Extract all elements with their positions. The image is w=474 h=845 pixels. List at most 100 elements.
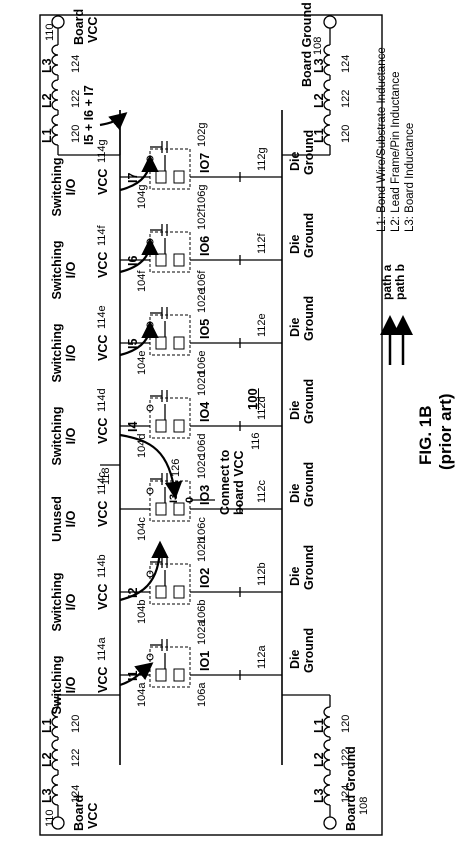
cell-2-vcc-ref: 114b [96, 554, 108, 578]
cell-3-ground-ref: 112c [256, 479, 268, 503]
cell-4-ground-line2: Ground [302, 378, 316, 424]
cell-1-output-node [146, 653, 154, 661]
cell-4-vcc-ref: 114d [96, 388, 108, 412]
outer-frame [39, 14, 383, 836]
cell-1-type-io: I/O [64, 676, 78, 694]
cell-7-vcc-label: VCC [96, 168, 110, 195]
cell-3-output-node [146, 487, 154, 495]
cell-6-ground-line1: Die [288, 234, 302, 254]
cell-6-type-io: I/O [64, 261, 78, 279]
cell-7-ground-line1: Die [288, 151, 302, 171]
ref-124-vcc-right: 124 [70, 54, 82, 73]
cell-1-ref-104: 104a [136, 682, 148, 707]
ref-122-gnd-right: 122 [340, 89, 352, 108]
cell-2-ground-line1: Die [288, 566, 302, 586]
cell-1-ground-line1: Die [288, 649, 302, 669]
l1-label-vcc-left: L1 [40, 718, 54, 733]
cell-2-output-node [146, 570, 154, 578]
cell-3-ground-line2: Ground [302, 461, 316, 507]
ref-122-vcc-right: 122 [70, 89, 82, 108]
cell-6-vcc-ref: 114f [96, 225, 108, 246]
current-3-label: I3 [168, 493, 180, 503]
current-7-arrow [119, 154, 159, 192]
current-7-label: I7 [126, 172, 140, 183]
cell-3-transistor-bottom [173, 502, 185, 516]
cell-2-ref-106: 106b [196, 599, 208, 624]
cell-6-ref-102: 102f [196, 208, 208, 230]
ref-124-vcc-left: 124 [70, 784, 82, 803]
cell-2-ground-ref: 112b [256, 562, 268, 586]
cell-5-type-io: I/O [64, 344, 78, 362]
cell-4-vcc-label: VCC [96, 417, 110, 444]
board-vcc-label-left-2: VCC [86, 802, 100, 829]
cell-4-ground-ref: 112d [256, 396, 268, 420]
cell-4-transistor-bottom [173, 419, 185, 433]
current-4-arrow [119, 433, 183, 500]
current-6-label: I6 [126, 255, 140, 266]
l1-coil-gnd-left [323, 706, 331, 738]
l2-label-gnd-left: L2 [312, 752, 326, 767]
cell-5-vcc-ref: 114e [96, 305, 108, 329]
l1-label-gnd-right: L1 [312, 128, 326, 143]
cell-1-ground-line2: Ground [302, 627, 316, 673]
l3-label-vcc-left: L3 [40, 788, 54, 803]
l3-label-vcc-right: L3 [40, 58, 54, 73]
current-4-label: I4 [126, 421, 140, 432]
l3-coil-vcc-right [51, 44, 59, 76]
cell-5-io-label: IO5 [198, 318, 212, 339]
ref-120-gnd-right: 120 [340, 124, 352, 143]
cell-2-type: Switching [50, 572, 64, 632]
board-ground-terminal-right [323, 15, 337, 29]
cell-2-type-io: I/O [64, 593, 78, 611]
cell-6-ground-line2: Ground [302, 212, 316, 258]
zero-label: 0 [184, 496, 196, 503]
l1-label-gnd-left: L1 [312, 718, 326, 733]
cell-5-transistor-bottom [173, 336, 185, 350]
cell-3-vcc-label: VCC [96, 500, 110, 527]
cell-5-ground-line1: Die [288, 317, 302, 337]
board-ground-ref-left: 108 [358, 796, 370, 815]
cell-1-transistor-bottom [173, 668, 185, 682]
current-2-label: I2 [126, 587, 140, 598]
l3-label-gnd-right: L3 [312, 58, 326, 73]
cell-1-transistor-top [155, 668, 167, 682]
board-ground-terminal-left [323, 816, 337, 830]
cell-2-ref-104: 104b [136, 599, 148, 624]
ref-124-gnd-right: 124 [340, 54, 352, 73]
cell-4-dashed-box [149, 397, 191, 439]
cell-3-io-label: IO3 [198, 484, 212, 505]
ref-122-gnd-left: 122 [340, 748, 352, 767]
l2-coil-vcc-right [51, 79, 59, 111]
ref-124-gnd-left: 124 [340, 784, 352, 803]
cell-7-ref-102: 102g [196, 122, 208, 147]
cell-4-ref-102: 102d [196, 371, 208, 396]
cell-5-vcc-label: VCC [96, 334, 110, 361]
l3-label-gnd-left: L3 [312, 788, 326, 803]
current-6-arrow [119, 237, 159, 274]
cell-6-transistor-top [155, 253, 167, 267]
l1-coil-vcc-right [51, 114, 59, 146]
connect-to-label-1: Connect to [218, 449, 232, 515]
cell-2-ref-102: 102b [196, 537, 208, 562]
cell-1-io-label: IO1 [198, 650, 212, 671]
cell-4-io-label: IO4 [198, 401, 212, 422]
cell-6-ref-106: 106f [196, 270, 208, 292]
l3-coil-gnd-left [323, 774, 331, 806]
cell-2-transistor-bottom [173, 585, 185, 599]
cell-7-type-io: I/O [64, 178, 78, 196]
board-vcc-ref-left: 110 [44, 809, 56, 827]
cell-3-transistor-top [155, 502, 167, 516]
current-5-label: I5 [126, 338, 140, 349]
ref-120-gnd-left: 120 [340, 714, 352, 733]
l2-label-vcc-right: L2 [40, 93, 54, 108]
board-vcc-label-right-2: VCC [86, 16, 100, 43]
l2-coil-vcc-left [51, 739, 59, 771]
connect-to-label-2: board VCC [232, 450, 246, 515]
ref-120-vcc-right: 120 [70, 124, 82, 143]
cell-5-ref-102: 102e [196, 288, 208, 313]
current-5-arrow [119, 320, 159, 357]
l1-label-vcc-right: L1 [40, 128, 54, 143]
cell-6-type: Switching [50, 240, 64, 300]
cell-3-ref-102: 102c [196, 455, 208, 479]
